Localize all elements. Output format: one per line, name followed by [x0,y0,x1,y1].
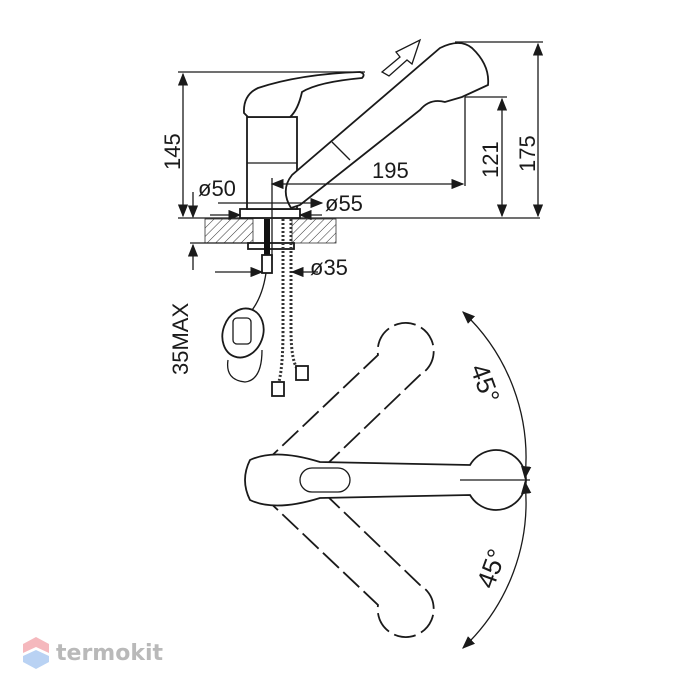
rod-nut [261,254,273,274]
dim-35max: 35MAX [168,303,193,375]
dim-diameter-35: ø35 [310,255,348,280]
threaded-rod [264,219,270,259]
pull-out-arrow-icon [380,38,422,77]
lever-position-right [260,468,435,638]
hose-fitting [295,365,309,381]
lever-position-left [260,322,435,492]
lever-slot [299,467,351,493]
dim-diameter-55: ø55 [325,191,363,216]
countertop-hatch [204,218,254,244]
top-view: 45° 45° [244,311,532,649]
base-plate [239,208,301,219]
termokit-logo-text: termokit [56,640,164,666]
hose-fitting [271,381,285,397]
termokit-watermark: termokit [22,636,163,670]
dim-145: 145 [160,133,185,170]
dim-121: 121 [478,141,503,178]
dim-diameter-50: ø50 [198,176,236,201]
lever-handle [243,71,365,118]
dim-175: 175 [515,135,540,172]
angle-45-upper: 45° [464,360,506,407]
mounting-flange [247,242,295,250]
termokit-logo-icon [23,637,49,669]
countertop-hatch [291,218,337,244]
angle-45-lower: 45° [470,545,512,592]
side-view: 145 175 121 195 ø50 ø55 ø35 35MAX [160,38,544,397]
dim-195: 195 [372,158,409,183]
hose-weight-icon [221,307,265,383]
